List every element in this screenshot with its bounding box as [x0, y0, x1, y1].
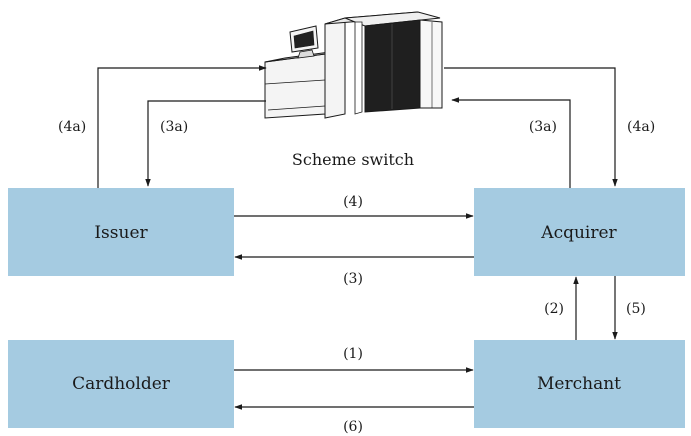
issuer-box	[8, 188, 234, 276]
arrow-step-3a-left	[145, 100, 266, 187]
merchant-box	[474, 340, 685, 428]
issuer-label: Issuer	[94, 223, 148, 243]
arrow-step-4a-right	[444, 67, 618, 187]
step-4a-left-label: (4a)	[58, 119, 86, 135]
step-2-label: (2)	[544, 301, 564, 317]
cardholder-box	[8, 340, 234, 428]
step-4-label: (4)	[343, 194, 363, 210]
step-5-label: (5)	[626, 301, 646, 317]
scheme-switch-label: Scheme switch	[292, 150, 414, 169]
step-3a-right-label: (3a)	[529, 119, 557, 135]
cardholder-label: Cardholder	[72, 374, 171, 394]
acquirer-box	[474, 188, 685, 276]
merchant-label: Merchant	[537, 374, 621, 394]
step-3a-left-label: (3a)	[160, 119, 188, 135]
arrow-step-3a-right	[451, 97, 571, 188]
mainframe-server-icon	[264, 11, 443, 119]
step-4a-right-label: (4a)	[627, 119, 655, 135]
step-1-label: (1)	[343, 346, 363, 362]
step-6-label: (6)	[343, 419, 363, 435]
acquirer-label: Acquirer	[540, 223, 617, 243]
arrow-step-4a-left	[97, 65, 267, 188]
step-3-label: (3)	[343, 271, 363, 287]
